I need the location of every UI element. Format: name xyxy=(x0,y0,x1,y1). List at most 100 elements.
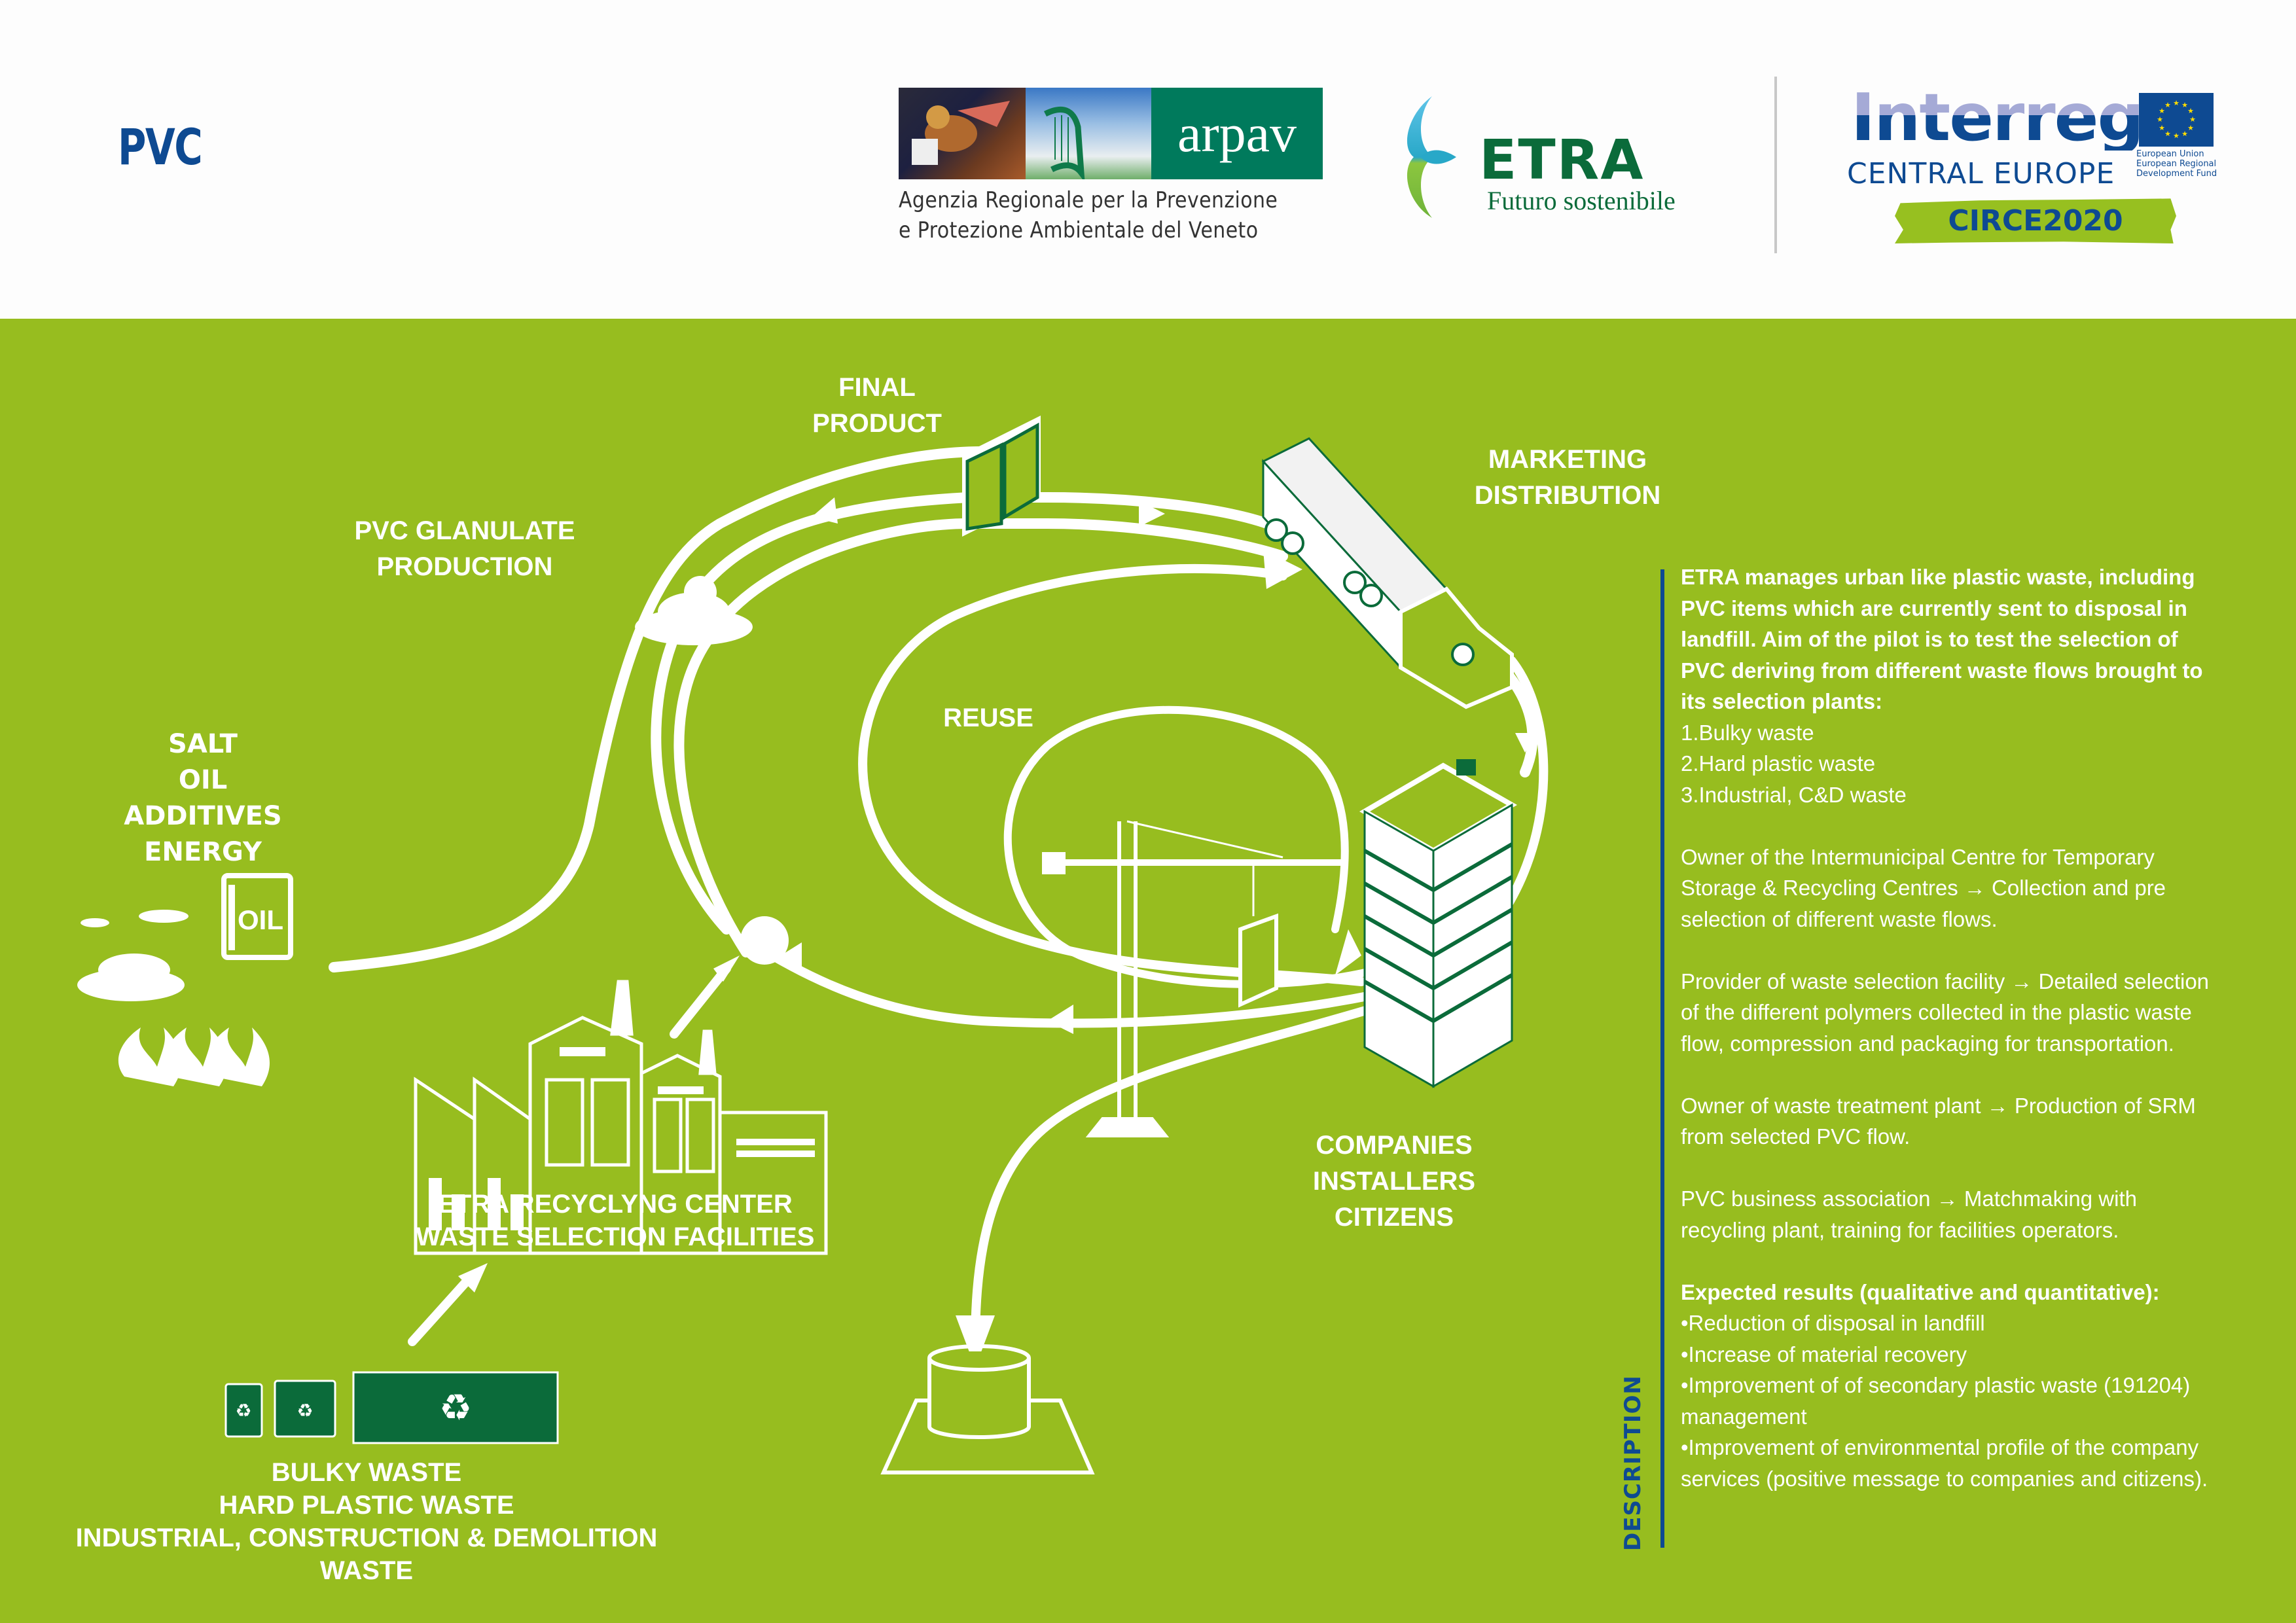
return-flow xyxy=(768,951,1379,1028)
header-divider xyxy=(1774,77,1777,253)
label-line: HARD PLASTIC WASTE xyxy=(219,1491,514,1520)
label-final-product: FINAL PRODUCT xyxy=(779,370,975,442)
label-line: WASTE SELECTION FACILITIES xyxy=(416,1222,815,1251)
description-body: ETRA manages urban like plastic waste, i… xyxy=(1681,562,2224,1494)
header: PVC arpav Agenzia Regionale per la Preve… xyxy=(0,0,2296,319)
eu-line1: European Union xyxy=(2136,149,2204,159)
flow-item: 2.Hard plastic waste xyxy=(1681,751,1876,776)
arrowhead xyxy=(1263,550,1302,589)
outer-loop-flow xyxy=(651,492,1288,935)
arpav-tagline: Agenzia Regionale per la Prevenzione e P… xyxy=(899,185,1279,245)
arpav-wordmark: arpav xyxy=(1151,88,1323,179)
arrowhead xyxy=(1139,501,1165,527)
landfill-flow xyxy=(971,1003,1379,1353)
svg-text:★: ★ xyxy=(2187,124,2194,132)
label-line: BULKY WASTE xyxy=(271,1458,462,1487)
result-item: •Improvement of environmental profile of… xyxy=(1681,1435,2208,1491)
svg-text:★: ★ xyxy=(2159,124,2165,132)
salt-pile-icon xyxy=(77,910,188,1001)
recycle-bin-symbols: ♻ ♻ xyxy=(235,1400,313,1421)
flames-icon xyxy=(118,1027,270,1086)
etra-tagline: Futuro sostenibile xyxy=(1487,186,1676,215)
reuse-loop xyxy=(858,563,1366,986)
label-reuse: REUSE xyxy=(943,704,1033,732)
junction-node xyxy=(740,916,789,965)
results-heading: Expected results (qualitative and quanti… xyxy=(1681,1279,2160,1304)
arrowhead xyxy=(458,1263,488,1293)
arrowhead xyxy=(1335,929,1361,975)
svg-text:★: ★ xyxy=(2187,107,2194,115)
interreg-wordmark: Interreg xyxy=(1851,79,2144,156)
description-divider xyxy=(1660,569,1664,1548)
label-line: ADDITIVES xyxy=(124,801,282,831)
description-heading: DESCRIPTION xyxy=(1620,1375,1646,1551)
eu-line2: European Regional xyxy=(2136,159,2217,169)
label-end-users: COMPANIES INSTALLERS CITIZENS xyxy=(1296,1128,1492,1236)
arpav-tagline-line2: e Protezione Ambientale del Veneto xyxy=(899,217,1259,243)
svg-text:★: ★ xyxy=(2157,115,2163,124)
svg-text:★: ★ xyxy=(2164,130,2171,138)
role-item: Provider of waste selection facility → D… xyxy=(1681,969,2210,1056)
factory-icon xyxy=(414,980,828,1255)
building-icon xyxy=(1359,759,1517,1088)
label-line: INSTALLERS xyxy=(1312,1167,1476,1196)
description-intro: ETRA manages urban like plastic waste, i… xyxy=(1681,565,2203,713)
svg-text:★: ★ xyxy=(2164,101,2171,109)
arrowhead xyxy=(812,497,838,524)
interreg-program: CENTRAL EUROPE xyxy=(1847,157,2115,190)
svg-text:★: ★ xyxy=(2189,115,2196,124)
source-to-factory-arrow-line xyxy=(408,1272,476,1346)
container-icon: ♻ xyxy=(352,1371,559,1444)
label-line: ETRA RECYCLYNG CENTER xyxy=(438,1190,793,1219)
label-line: PVC GLANULATE xyxy=(354,516,575,545)
etra-swirl-icon xyxy=(1407,96,1456,218)
eu-flag-icon: ★★★★ ★★★★ ★★★★ xyxy=(2139,93,2214,147)
granulate-pile-icon xyxy=(635,576,753,645)
label-line: COMPANIES xyxy=(1316,1131,1473,1160)
arrowhead xyxy=(1515,733,1535,753)
result-item: •Reduction of disposal in landfill xyxy=(1681,1311,1985,1335)
label-raw-materials: SALT OIL ADDITIVES ENERGY xyxy=(105,726,301,870)
circe2020-badge: CIRCE2020 xyxy=(1895,198,2176,243)
svg-text:★: ★ xyxy=(2173,132,2179,140)
svg-text:★: ★ xyxy=(2181,130,2188,138)
arrowhead xyxy=(1047,1005,1073,1034)
label-line: FINAL xyxy=(838,373,916,402)
truck-icon xyxy=(1261,437,1514,709)
svg-text:★: ★ xyxy=(2173,99,2179,107)
factory-to-junction-arrow-line xyxy=(670,964,731,1039)
role-item: Owner of the Intermunicipal Centre for T… xyxy=(1681,844,2166,931)
label-marketing-distribution: MARKETING DISTRIBUTION xyxy=(1466,442,1669,514)
arrowhead xyxy=(776,942,802,969)
raw-materials-flow xyxy=(329,446,987,972)
role-item: PVC business association → Matchmaking w… xyxy=(1681,1186,2137,1242)
arrowhead xyxy=(956,1315,995,1368)
reuse-inner-loop xyxy=(1003,705,1385,988)
role-item: Owner of waste treatment plant → Product… xyxy=(1681,1093,2196,1149)
flow-item: 1.Bulky waste xyxy=(1681,720,1814,745)
pvc-title-logo: PVC xyxy=(118,118,203,176)
flow-item: 3.Industrial, C&D waste xyxy=(1681,782,1907,807)
label-line: ENERGY xyxy=(144,837,262,867)
recycle-symbol-icon: ♻ xyxy=(439,1387,472,1429)
crane-icon xyxy=(1042,820,1342,1137)
label-line: SALT xyxy=(168,729,238,759)
svg-text:★: ★ xyxy=(2159,107,2165,115)
harp-icon xyxy=(1026,88,1151,183)
label-line: OIL xyxy=(178,765,228,795)
inner-loop-flow xyxy=(673,518,1288,957)
label-line: DISTRIBUTION xyxy=(1474,481,1661,510)
svg-text:★: ★ xyxy=(2181,101,2188,109)
recycle-symbol-icon: ♻ xyxy=(296,1400,313,1421)
landfill-icon xyxy=(880,1344,1095,1474)
arpav-tagline-line1: Agenzia Regionale per la Prevenzione xyxy=(899,187,1278,213)
label-waste-sources: BULKY WASTE HARD PLASTIC WASTE INDUSTRIA… xyxy=(39,1456,694,1587)
label-line: CITIZENS xyxy=(1334,1203,1454,1232)
label-line: MARKETING xyxy=(1488,445,1647,474)
arpav-logo: arpav xyxy=(899,88,1323,183)
label-line: PRODUCTION xyxy=(376,552,553,581)
oil-barrel-label: OIL xyxy=(238,904,283,935)
recycle-symbol-icon: ♻ xyxy=(235,1400,251,1421)
label-recycling-center: ETRA RECYCLYNG CENTER WASTE SELECTION FA… xyxy=(406,1188,825,1253)
